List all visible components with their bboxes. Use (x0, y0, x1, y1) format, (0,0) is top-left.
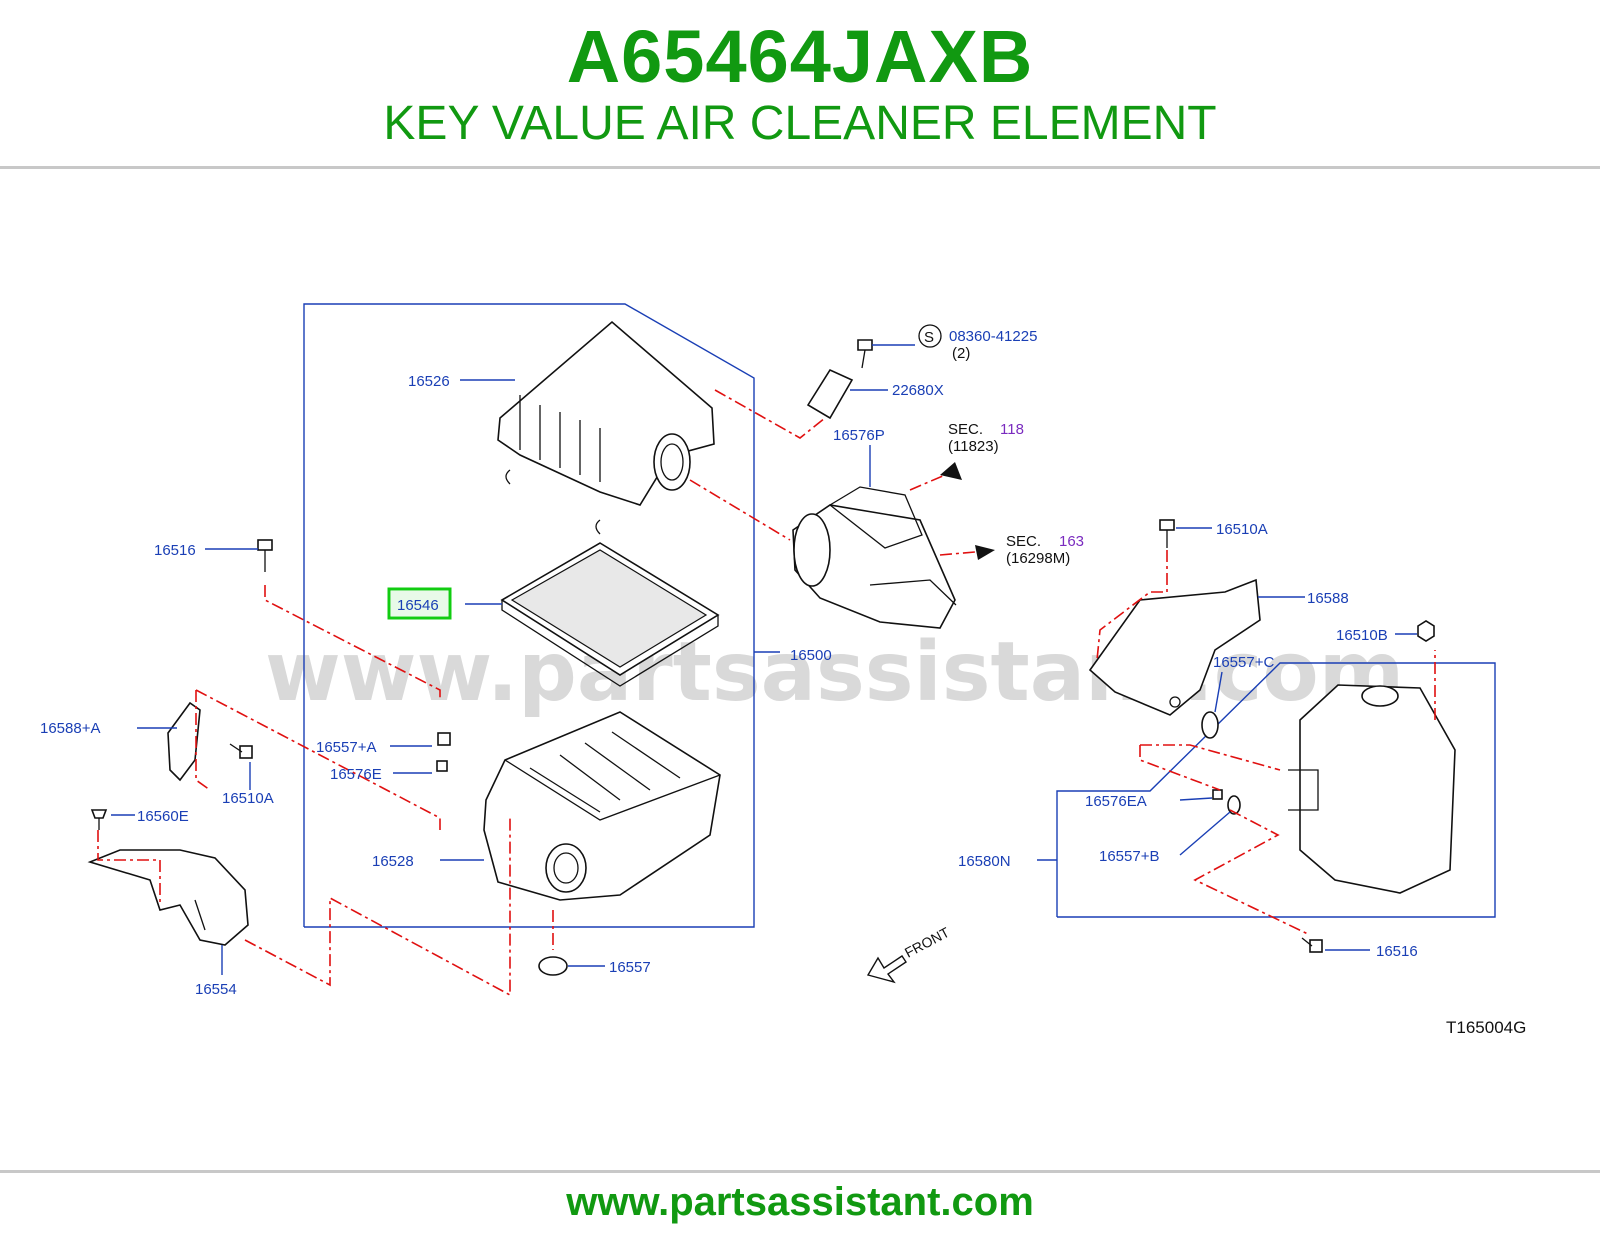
air-inlet-duct-16554 (87, 849, 249, 946)
callout-22680x[interactable]: 22680X (892, 382, 944, 399)
part-number-title: A65464JAXB (566, 15, 1034, 98)
callout-16557[interactable]: 16557 (609, 959, 651, 976)
bracket-16588a (167, 701, 201, 782)
air-cleaner-upper-cover (497, 320, 715, 535)
airflow-sensor (806, 339, 873, 420)
footer-website-link[interactable]: www.partsassistant.com (566, 1180, 1034, 1224)
callout-16516-right[interactable]: 16516 (1376, 943, 1418, 960)
callout-16588a[interactable]: 16588+A (40, 720, 100, 737)
sec-163-ref: (16298M) (1006, 550, 1070, 567)
callout-16557c[interactable]: 16557+C (1213, 654, 1274, 671)
callout-16557a[interactable]: 16557+A (316, 739, 376, 756)
sec-163-number[interactable]: 163 (1059, 533, 1084, 550)
bolt-16510a-right (1159, 519, 1175, 548)
callout-16528[interactable]: 16528 (372, 853, 414, 870)
front-arrow: FRONT (866, 924, 952, 984)
part-name-subtitle: KEY VALUE AIR CLEANER ELEMENT (383, 97, 1217, 150)
callout-16576p[interactable]: 16576P (833, 427, 885, 444)
callout-08360-41225[interactable]: 08360-41225 (949, 328, 1037, 345)
sec-163-label: SEC. (1006, 533, 1041, 550)
callout-16516-left[interactable]: 16516 (154, 542, 196, 559)
resonator-tank-16580n (1288, 684, 1456, 894)
footer-divider (0, 1170, 1600, 1173)
grommet-16557b (1227, 795, 1241, 815)
air-cleaner-lower-case (436, 711, 721, 901)
watermark-text: www.partsassistant.com (265, 625, 1404, 720)
clip-16560e (90, 809, 108, 830)
callout-16576e[interactable]: 16576E (330, 766, 382, 783)
air-duct-16576p (792, 486, 957, 629)
grommet-16557 (538, 956, 568, 976)
assembly-frame-16500 (303, 303, 755, 928)
callout-16510b[interactable]: 16510B (1336, 627, 1388, 644)
callout-08360-qty: (2) (952, 345, 970, 362)
bracket-16588 (1088, 578, 1261, 716)
bolt-16516-right (1301, 937, 1323, 953)
s-symbol-circle (918, 324, 942, 348)
front-label: FRONT (902, 924, 952, 961)
callout-16510a-right[interactable]: 16510A (1216, 521, 1268, 538)
sec-118-number[interactable]: 118 (1000, 421, 1024, 438)
callout-16546[interactable]: 16546 (397, 597, 439, 614)
callout-16580n[interactable]: 16580N (958, 853, 1011, 870)
callout-16560e[interactable]: 16560E (137, 808, 189, 825)
sec-118-ref: (11823) (948, 438, 999, 455)
connection-lines (97, 389, 1436, 997)
highlight-box (387, 587, 452, 620)
leader-lines (111, 344, 1417, 975)
bolt-16516-left (257, 539, 273, 572)
header-divider (0, 166, 1600, 169)
air-cleaner-element (500, 542, 720, 687)
callout-16510a-left[interactable]: 16510A (222, 790, 274, 807)
grommet-16557c (1201, 711, 1219, 739)
sec-arrows (909, 462, 995, 560)
callout-16576ea[interactable]: 16576EA (1085, 793, 1147, 810)
callout-16526[interactable]: 16526 (408, 373, 450, 390)
diagram-code: T165004G (1446, 1018, 1526, 1037)
callout-16588[interactable]: 16588 (1307, 590, 1349, 607)
assembly-frame-16580n (1056, 662, 1496, 918)
sec-118-label: SEC. (948, 421, 983, 438)
bolt-16510a-left (229, 743, 253, 759)
callout-16557b[interactable]: 16557+B (1099, 848, 1159, 865)
spacer-16576ea (1212, 789, 1223, 800)
callout-16500[interactable]: 16500 (790, 647, 832, 664)
nut-16510b (1417, 620, 1435, 642)
s-symbol-text: S (924, 329, 934, 346)
callout-16554[interactable]: 16554 (195, 981, 237, 998)
